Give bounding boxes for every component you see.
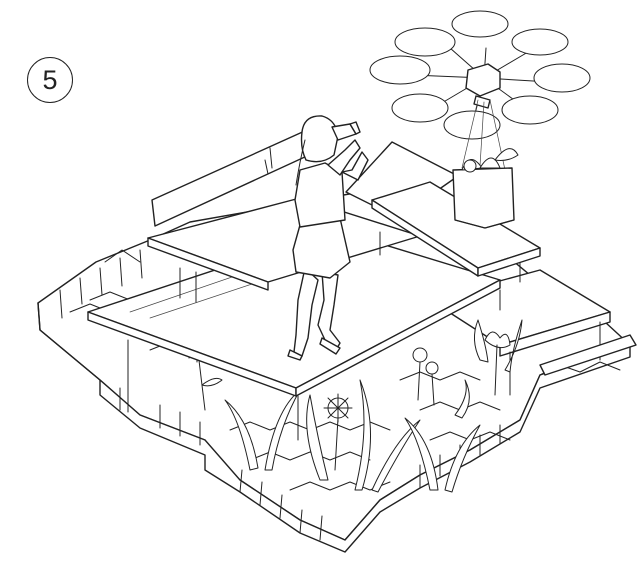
back-table: [147, 124, 421, 303]
rotor-8: [369, 55, 431, 85]
delivery-drone: [369, 10, 591, 229]
rotor-1: [394, 27, 456, 57]
rotor-2: [451, 10, 509, 38]
daisy: [323, 393, 353, 471]
iris-flower: [474, 319, 523, 396]
rotor-4: [533, 63, 591, 93]
right-table: [345, 141, 541, 283]
flower-cluster: [412, 347, 439, 406]
rotor-7: [391, 93, 449, 123]
rotor-5: [501, 95, 559, 125]
rotor-3: [511, 28, 569, 56]
main-platform: [87, 229, 501, 441]
step-number-badge: 5: [27, 57, 73, 103]
woman-with-vr-headset: [287, 115, 369, 361]
